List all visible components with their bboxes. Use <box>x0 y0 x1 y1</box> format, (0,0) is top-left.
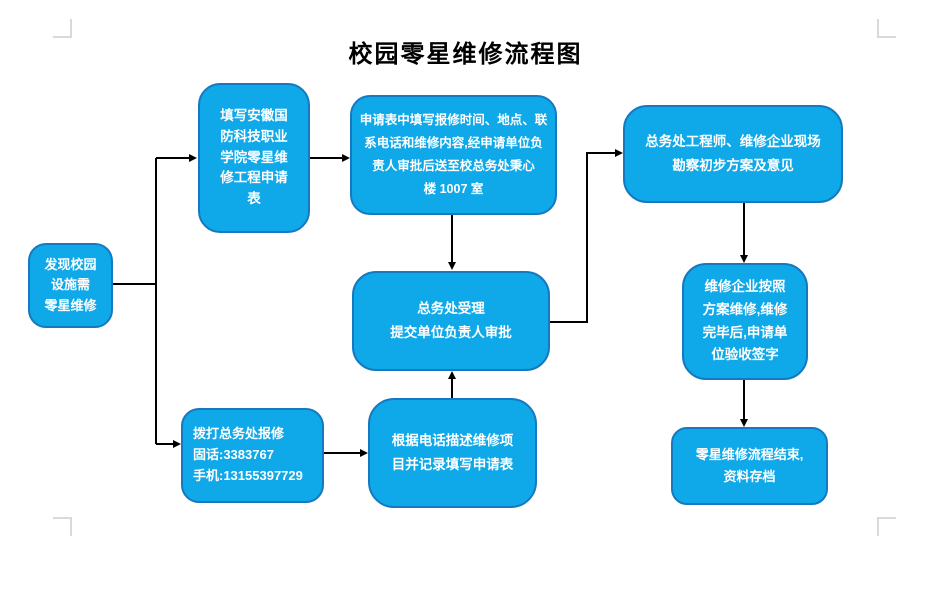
canvas-corner-mark-top-left <box>53 19 72 38</box>
flow-node-accept[interactable]: 总务处受理 提交单位负责人审批 <box>352 271 550 371</box>
arrow-accept-to-survey <box>550 149 623 323</box>
canvas-corner-mark-bottom-right <box>877 517 896 536</box>
canvas-corner-mark-bottom-left <box>53 517 72 536</box>
flow-node-end[interactable]: 零星维修流程结束, 资料存档 <box>671 427 828 505</box>
page-title: 校园零星维修流程图 <box>348 39 583 68</box>
canvas-corner-mark-top-right <box>877 19 896 38</box>
flow-node-phone[interactable]: 拨打总务处报修 固话:3383767 手机:13155397729 <box>181 408 324 503</box>
flow-node-start[interactable]: 发现校园 设施需 零星维修 <box>28 243 113 328</box>
flow-node-survey[interactable]: 总务处工程师、维修企业现场 勘察初步方案及意见 <box>623 105 843 203</box>
flow-node-repair[interactable]: 维修企业按照 方案维修,维修 完毕后,申请单 位验收签字 <box>682 263 808 380</box>
flow-node-record[interactable]: 根据电话描述维修项 目并记录填写申请表 <box>368 398 537 508</box>
flow-node-form-detail[interactable]: 申请表中填写报修时间、地点、联 系电话和维修内容,经申请单位负 责人审批后送至校… <box>350 95 557 215</box>
flow-node-fill-form[interactable]: 填写安徽国 防科技职业 学院零星维 修工程申请 表 <box>198 83 310 233</box>
